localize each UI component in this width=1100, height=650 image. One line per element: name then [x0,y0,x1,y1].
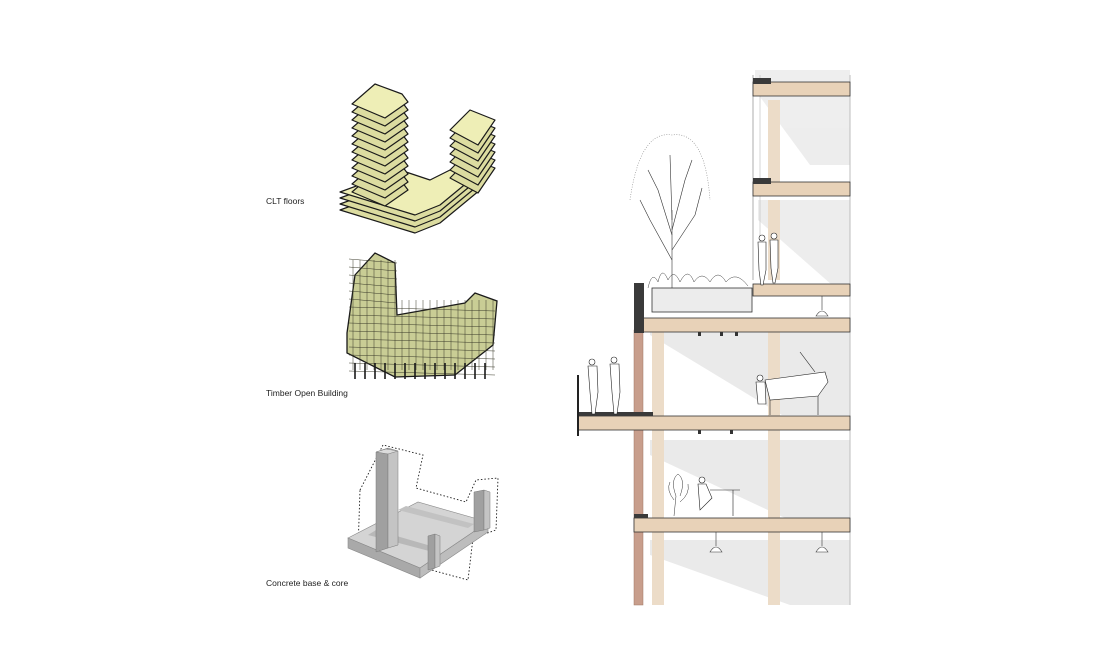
roof-planter [651,287,753,313]
timber-beam-line [348,258,398,264]
building-section-drawing [577,70,851,606]
ceiling-lamp-icon [709,296,829,553]
spotlight-icon [698,332,738,434]
concrete-core-small [427,533,436,571]
concrete-base-core-diagram [347,444,499,581]
concrete-base-core-label: Concrete base & core [266,578,349,588]
building-envelope-outline [357,444,499,581]
timber-beam-line [348,274,398,280]
timber-beam-line [348,370,496,376]
clt-slab-layer [449,109,496,146]
piano-icon [755,351,829,415]
timber-beam-line [348,266,398,272]
timber-beam-line [348,354,496,360]
timber-beam-line [348,306,496,312]
tree-icon [629,134,711,288]
timber-beam-line [348,362,496,368]
timber-open-building-label: Timber Open Building [266,388,348,398]
person-icon [587,232,779,415]
timber-beam-line [348,322,496,328]
timber-beam-line [348,314,496,320]
timber-open-building-diagram [346,252,498,379]
timber-column-mid [768,332,780,605]
plant-icon [668,473,689,517]
clt-floors-label: CLT floors [266,196,305,206]
timber-beam-line [348,298,398,304]
concrete-core-tall [375,447,389,553]
timber-beam-line [348,330,496,336]
desk-icon [697,476,740,516]
timber-beam-line [348,346,496,352]
timber-beam-line [348,290,398,296]
brick-wall [633,329,644,606]
timber-beam-line [348,282,398,288]
concrete-core-right [473,489,485,533]
timber-column-left [652,332,664,605]
clt-floors-diagram [339,83,496,234]
timber-beam-line [348,338,496,344]
plant-icon [647,272,749,289]
clt-slab-layer [351,83,409,119]
